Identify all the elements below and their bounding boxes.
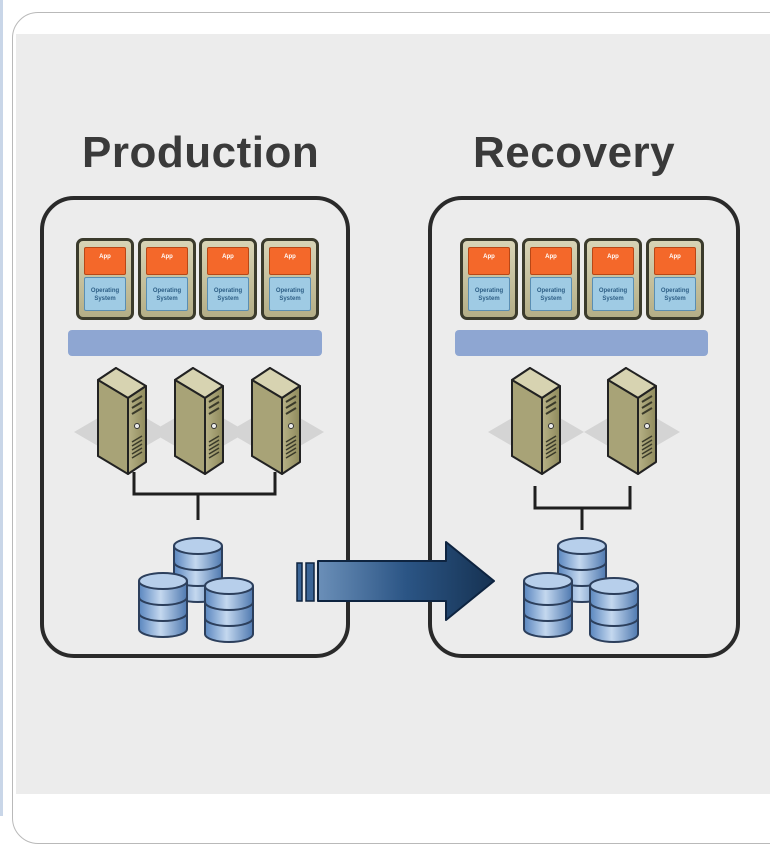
vm-os-label: Operating System — [530, 277, 572, 311]
vm-os-label: Operating System — [207, 277, 249, 311]
server-icon — [150, 367, 248, 475]
diagram-graphics — [73, 367, 681, 643]
vm-app-label: App — [269, 247, 311, 275]
production-vm: App Operating System — [76, 238, 134, 320]
recovery-network-connector — [533, 486, 632, 530]
vm-app-label: App — [468, 247, 510, 275]
vm-os-label: Operating System — [592, 277, 634, 311]
recovery-title: Recovery — [473, 128, 676, 177]
recovery-vm: App Operating System — [460, 238, 518, 320]
recovery-hypervisor-bar — [455, 330, 708, 356]
replication-arrow-icon — [296, 541, 495, 621]
recovery-vm: App Operating System — [584, 238, 642, 320]
vm-app-label: App — [146, 247, 188, 275]
recovery-vm: App Operating System — [646, 238, 704, 320]
production-hypervisor-bar — [68, 330, 322, 356]
vm-os-label: Operating System — [468, 277, 510, 311]
database-icon — [138, 572, 188, 638]
database-icon — [589, 577, 639, 643]
left-edge-strip — [0, 0, 3, 816]
vm-app-label: App — [592, 247, 634, 275]
server-icon — [227, 367, 325, 475]
vm-app-label: App — [530, 247, 572, 275]
database-icon — [204, 577, 254, 643]
recovery-vm: App Operating System — [522, 238, 580, 320]
vm-os-label: Operating System — [84, 277, 126, 311]
production-network-connector — [132, 472, 277, 520]
server-icon — [73, 367, 171, 475]
vm-os-label: Operating System — [146, 277, 188, 311]
production-title: Production — [82, 128, 320, 177]
vm-os-label: Operating System — [654, 277, 696, 311]
vm-os-label: Operating System — [269, 277, 311, 311]
vm-app-label: App — [207, 247, 249, 275]
production-vm: App Operating System — [138, 238, 196, 320]
production-vm: App Operating System — [261, 238, 319, 320]
server-icon — [583, 367, 681, 475]
database-icon — [523, 572, 573, 638]
vm-app-label: App — [84, 247, 126, 275]
vm-app-label: App — [654, 247, 696, 275]
server-icon — [487, 367, 585, 475]
production-vm: App Operating System — [199, 238, 257, 320]
